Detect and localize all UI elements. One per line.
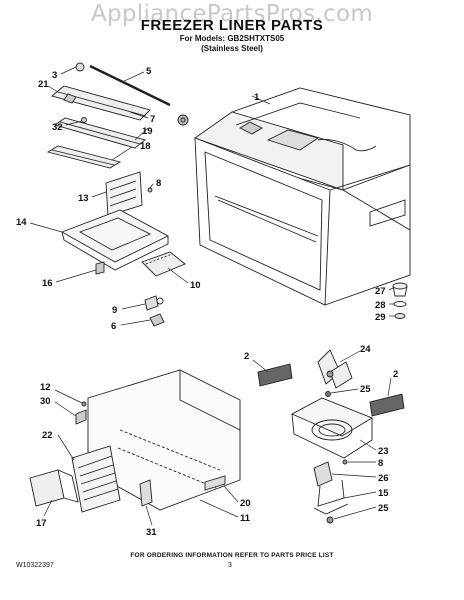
callout-2-right: 2 — [393, 369, 398, 380]
callout-13: 13 — [78, 193, 89, 204]
shelf-bracket — [103, 171, 153, 227]
grille-and-cover — [29, 445, 153, 513]
callout-20: 20 — [240, 498, 251, 509]
freezer-liner — [194, 87, 411, 306]
model-variant: (Stainless Steel) — [201, 44, 263, 53]
callout-21: 21 — [38, 79, 49, 90]
page-title: FREEZER LINER PARTS — [140, 17, 324, 34]
callout-1: 1 — [254, 92, 260, 103]
watermark: AppliancePartsPros.com — [90, 1, 374, 27]
callout-8-lower: 8 — [378, 458, 383, 469]
callout-12: 12 — [40, 382, 51, 393]
callout-labels: 3 5 21 1 7 32 19 18 13 8 14 10 16 9 6 27… — [16, 66, 398, 538]
callout-9: 9 — [112, 305, 117, 316]
callout-19: 19 — [142, 126, 153, 137]
document-number: W10322397 — [16, 562, 54, 569]
callout-6: 6 — [111, 321, 116, 332]
ordering-note: FOR ORDERING INFORMATION REFER TO PARTS … — [130, 552, 334, 559]
callout-3: 3 — [52, 70, 57, 81]
plugs — [392, 282, 408, 319]
model-line: For Models: GB2SHTXTS05 — [179, 34, 285, 43]
callout-30: 30 — [40, 396, 51, 407]
callout-5: 5 — [146, 66, 152, 77]
leader-lines — [29, 66, 395, 526]
callout-31: 31 — [146, 527, 157, 538]
callout-2-left: 2 — [244, 351, 249, 362]
callout-14: 14 — [16, 217, 27, 228]
rail-assembly — [46, 62, 189, 169]
callout-15: 15 — [378, 488, 389, 499]
callout-8: 8 — [156, 178, 161, 189]
duct-cover — [75, 369, 241, 511]
callout-17: 17 — [36, 518, 47, 529]
callout-18: 18 — [140, 141, 151, 152]
callout-7: 7 — [150, 114, 155, 125]
callout-29: 29 — [375, 312, 386, 323]
callout-10: 10 — [190, 280, 201, 291]
callout-23: 23 — [378, 446, 389, 457]
page-number: 3 — [228, 562, 232, 569]
callout-27: 27 — [375, 286, 386, 297]
model-info: For Models: GB2SHTXTS05 (Stainless Steel… — [0, 34, 464, 54]
callout-11: 11 — [240, 513, 251, 524]
callout-25-lower: 25 — [378, 503, 389, 514]
callout-32: 32 — [52, 122, 63, 133]
callout-24: 24 — [360, 344, 371, 355]
callout-25-upper: 25 — [360, 384, 371, 395]
callout-22: 22 — [42, 430, 53, 441]
callout-26: 26 — [378, 473, 389, 484]
tray — [60, 209, 186, 277]
fan-assembly — [257, 349, 405, 524]
callout-16: 16 — [42, 278, 53, 289]
callout-28: 28 — [375, 300, 386, 311]
small-parts — [95, 261, 165, 327]
